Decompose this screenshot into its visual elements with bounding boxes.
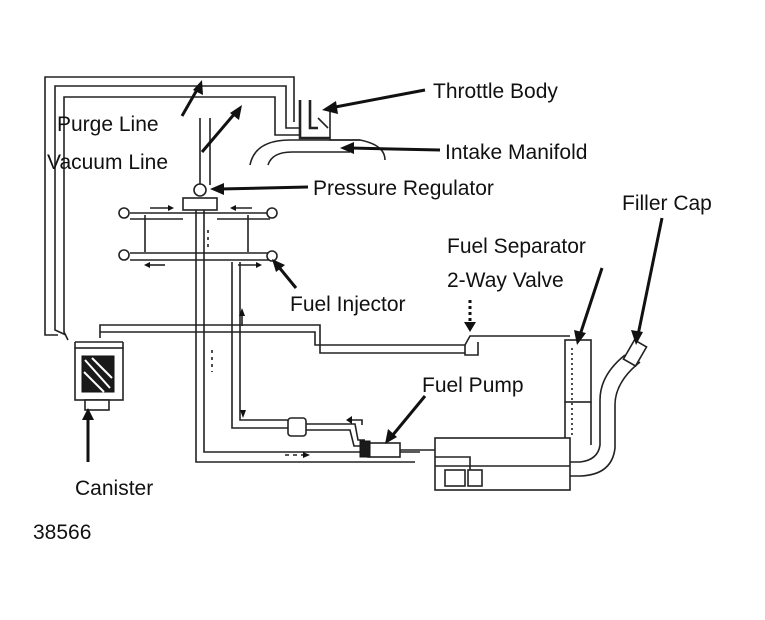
pressure-regulator <box>182 183 218 211</box>
filler-neck <box>570 338 648 477</box>
label-filler-cap: Filler Cap <box>622 192 712 215</box>
fuel-separator <box>564 339 592 445</box>
label-intake-manifold: Intake Manifold <box>445 141 587 164</box>
label-throttle-body: Throttle Body <box>433 80 558 103</box>
vacuum-line-path <box>63 96 300 341</box>
figure-number: 38566 <box>33 521 91 544</box>
purge-line-path <box>44 76 300 336</box>
vapor-line <box>99 324 570 356</box>
leader-fuel-pump <box>385 395 427 444</box>
leader-filler-cap <box>631 217 664 345</box>
leader-two-way-valve <box>464 300 476 332</box>
label-pressure-regulator: Pressure Regulator <box>313 177 494 200</box>
leader-canister <box>82 408 94 462</box>
leader-fuel-separator <box>574 267 604 345</box>
leader-throttle-body <box>322 88 426 114</box>
leader-intake-manifold <box>340 142 441 154</box>
fuel-filter <box>287 416 365 447</box>
label-purge-line: Purge Line <box>57 113 159 136</box>
label-fuel-injector: Fuel Injector <box>290 293 406 316</box>
label-fuel-separator: Fuel Separator <box>447 235 586 258</box>
fuel-rail <box>118 207 278 262</box>
leader-purge-line <box>180 80 203 117</box>
fuel-pump <box>359 440 435 458</box>
intake-manifold <box>199 110 386 185</box>
flow-arrows-rail <box>144 205 262 268</box>
label-canister: Canister <box>75 477 153 500</box>
fuel-tank <box>434 437 571 491</box>
leader-pressure-regulator <box>210 183 309 195</box>
leader-fuel-injector <box>272 259 298 289</box>
canister <box>74 341 124 411</box>
leader-vacuum-line <box>200 105 242 153</box>
label-two-way-valve: 2-Way Valve <box>447 269 564 292</box>
label-fuel-pump: Fuel Pump <box>422 374 524 397</box>
label-vacuum-line: Vacuum Line <box>47 151 168 174</box>
throttle-body <box>298 100 330 140</box>
